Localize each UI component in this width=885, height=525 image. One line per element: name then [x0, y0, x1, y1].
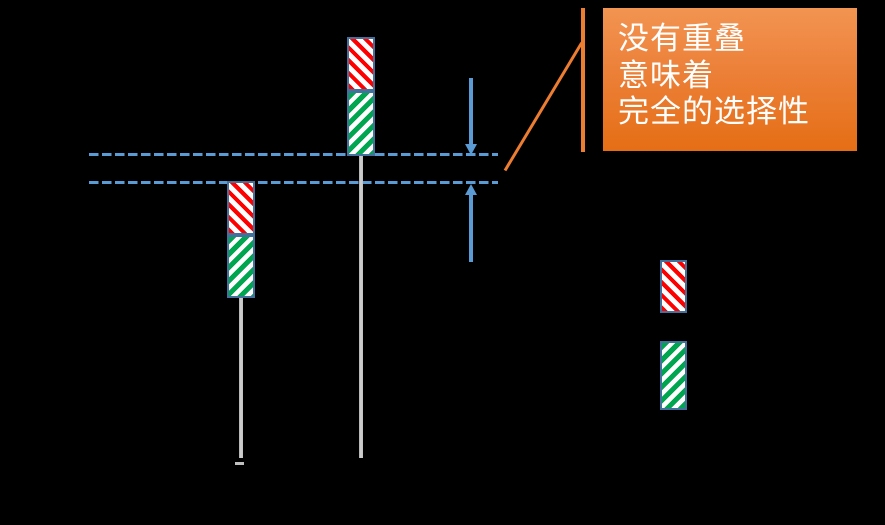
high-bar-stem [359, 155, 363, 458]
down-arrow-shaft [469, 78, 473, 145]
high-bar-green-segment [347, 91, 375, 156]
callout-box: 没有重叠 意味着 完全的选择性 [603, 8, 857, 151]
low-bar-stem [239, 297, 243, 458]
low-bar-green-segment [227, 235, 255, 298]
up-arrow-head-icon [465, 184, 477, 195]
legend-red-hatched-swatch [660, 260, 687, 313]
callout-line-2: 意味着 [618, 57, 714, 93]
high-bar [347, 37, 375, 156]
up-arrow-shaft [469, 194, 473, 262]
down-arrow-head-icon [465, 144, 477, 155]
low-bar [227, 181, 255, 298]
low-bar-red-segment [227, 181, 255, 235]
high-bar-red-segment [347, 37, 375, 91]
callout-leader-line [503, 41, 584, 171]
callout-line-1: 没有重叠 [618, 21, 746, 56]
left-stem-tick [235, 462, 244, 465]
lower-threshold-dashed-line [89, 181, 498, 184]
upper-threshold-dashed-line [89, 153, 498, 156]
callout-line-3: 完全的选择性 [618, 94, 810, 129]
legend-green-hatched-swatch [660, 341, 687, 410]
callout-accent-bar [581, 8, 585, 152]
